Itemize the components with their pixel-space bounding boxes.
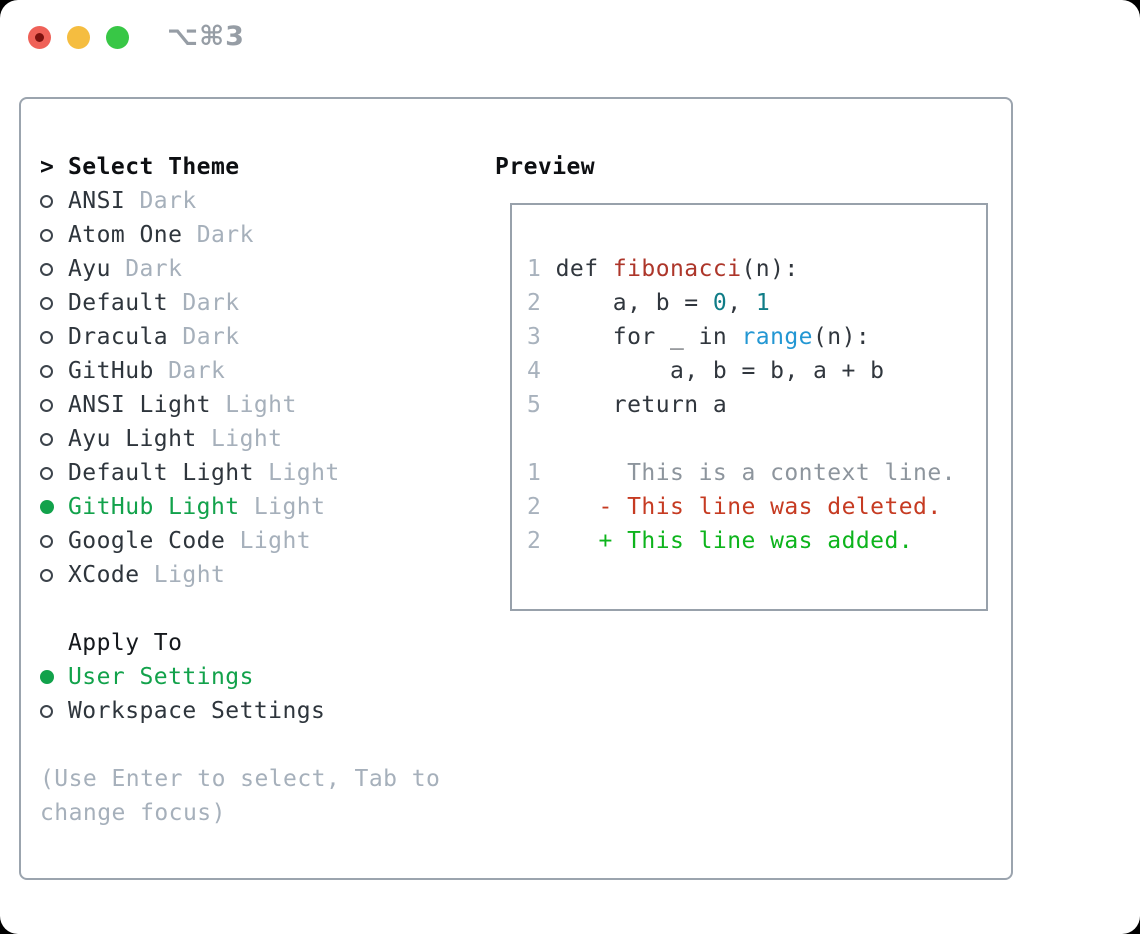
theme-variant: Light	[225, 528, 312, 554]
line-number: 5	[527, 392, 556, 418]
line-number: 4	[527, 358, 556, 384]
select-theme-title: Select Theme	[68, 154, 240, 180]
theme-name: GitHub Light	[68, 494, 240, 520]
theme-variant: Light	[196, 426, 283, 452]
close-dot-icon	[35, 33, 44, 42]
preview-code-box: 1 def fibonacci(n): 2 a, b = 0, 1 3 for _ …	[510, 203, 988, 611]
code-line: 2 + This line was added.	[527, 528, 914, 554]
line-number: 1	[527, 460, 556, 486]
radio-icon	[40, 228, 53, 242]
theme-option-xcode[interactable]: XCode Light	[40, 558, 440, 592]
theme-variant: Light	[139, 562, 226, 588]
theme-option-dracula[interactable]: Dracula Dark	[40, 320, 440, 354]
line-number: 2	[527, 290, 556, 316]
apply-to-header: Apply To	[40, 626, 440, 660]
apply-option-user-settings[interactable]: User Settings	[40, 660, 440, 694]
theme-variant: Dark	[125, 188, 197, 214]
line-number: 3	[527, 324, 556, 350]
theme-option-default[interactable]: Default Dark	[40, 286, 440, 320]
code-line: 4 a, b = b, a + b	[527, 358, 885, 384]
radio-icon	[40, 704, 53, 718]
radio-selected-icon	[40, 670, 54, 684]
theme-name: ANSI Light	[68, 392, 211, 418]
preview-title: Preview	[495, 154, 596, 180]
code-line: 5 return a	[527, 392, 728, 418]
code-line	[527, 422, 976, 456]
theme-name: Default Light	[68, 460, 254, 486]
theme-name: Google Code	[68, 528, 226, 554]
hint-text-line-2: change focus)	[40, 800, 226, 826]
theme-option-ayu-light[interactable]: Ayu Light Light	[40, 422, 440, 456]
line-number: 2	[527, 528, 556, 554]
radio-icon	[40, 432, 53, 446]
theme-option-ansi-light[interactable]: ANSI Light Light	[40, 388, 440, 422]
theme-name: ANSI	[68, 188, 126, 214]
preview-lines: 1 def fibonacci(n): 2 a, b = 0, 1 3 for _ …	[527, 252, 976, 558]
radio-icon	[40, 194, 53, 208]
radio-icon	[40, 330, 53, 344]
theme-name: Ayu Light	[68, 426, 197, 452]
zoom-button[interactable]	[106, 26, 129, 49]
theme-variant: Dark	[110, 256, 183, 282]
apply-to-title: Apply To	[68, 630, 183, 656]
theme-name: Ayu	[68, 256, 111, 282]
theme-variant: Dark	[153, 358, 226, 384]
theme-option-ansi[interactable]: ANSI Dark	[40, 184, 440, 218]
theme-option-github[interactable]: GitHub Dark	[40, 354, 440, 388]
radio-selected-icon	[40, 500, 54, 514]
theme-variant: Light	[210, 392, 297, 418]
code-line: 2 - This line was deleted.	[527, 494, 942, 520]
theme-name: XCode	[68, 562, 140, 588]
apply-option-label: User Settings	[68, 664, 254, 690]
theme-variant: Dark	[182, 222, 254, 248]
line-number: 1	[527, 256, 556, 282]
theme-name: GitHub	[68, 358, 154, 384]
code-line: 1 This is a context line.	[527, 460, 956, 486]
theme-name: Atom One	[68, 222, 183, 248]
apply-option-workspace-settings[interactable]: Workspace Settings	[40, 694, 440, 728]
line-number: 2	[527, 494, 556, 520]
spacer	[40, 728, 440, 762]
radio-icon	[40, 296, 53, 310]
spacer	[40, 592, 440, 626]
window-shortcut-label: ⌥⌘3	[167, 21, 245, 52]
code-line: 1 def fibonacci(n):	[527, 256, 799, 282]
radio-icon	[40, 364, 53, 378]
theme-variant: Light	[239, 494, 326, 520]
radio-icon	[40, 534, 53, 548]
theme-option-atom-one[interactable]: Atom One Dark	[40, 218, 440, 252]
theme-variant: Light	[253, 460, 340, 486]
apply-option-label: Workspace Settings	[68, 698, 326, 724]
hint-text-line-1: (Use Enter to select, Tab to	[40, 766, 441, 792]
theme-option-ayu[interactable]: Ayu Dark	[40, 252, 440, 286]
close-button[interactable]	[28, 26, 51, 49]
radio-icon	[40, 262, 53, 276]
theme-option-default-light[interactable]: Default Light Light	[40, 456, 440, 490]
radio-icon	[40, 466, 53, 480]
theme-name: Default	[68, 290, 169, 316]
code-line: 2 a, b = 0, 1	[527, 290, 771, 316]
theme-variant: Dark	[168, 290, 240, 316]
code-line: 3 for _ in range(n):	[527, 324, 871, 350]
theme-option-github-light[interactable]: GitHub Light Light	[40, 490, 440, 524]
radio-icon	[40, 398, 53, 412]
minimize-button[interactable]	[67, 26, 90, 49]
select-theme-header: > Select Theme	[40, 150, 440, 184]
theme-name: Dracula	[68, 324, 169, 350]
radio-icon	[40, 568, 53, 582]
theme-option-google-code[interactable]: Google Code Light	[40, 524, 440, 558]
theme-variant: Dark	[168, 324, 240, 350]
prompt-marker-icon: >	[40, 154, 55, 180]
